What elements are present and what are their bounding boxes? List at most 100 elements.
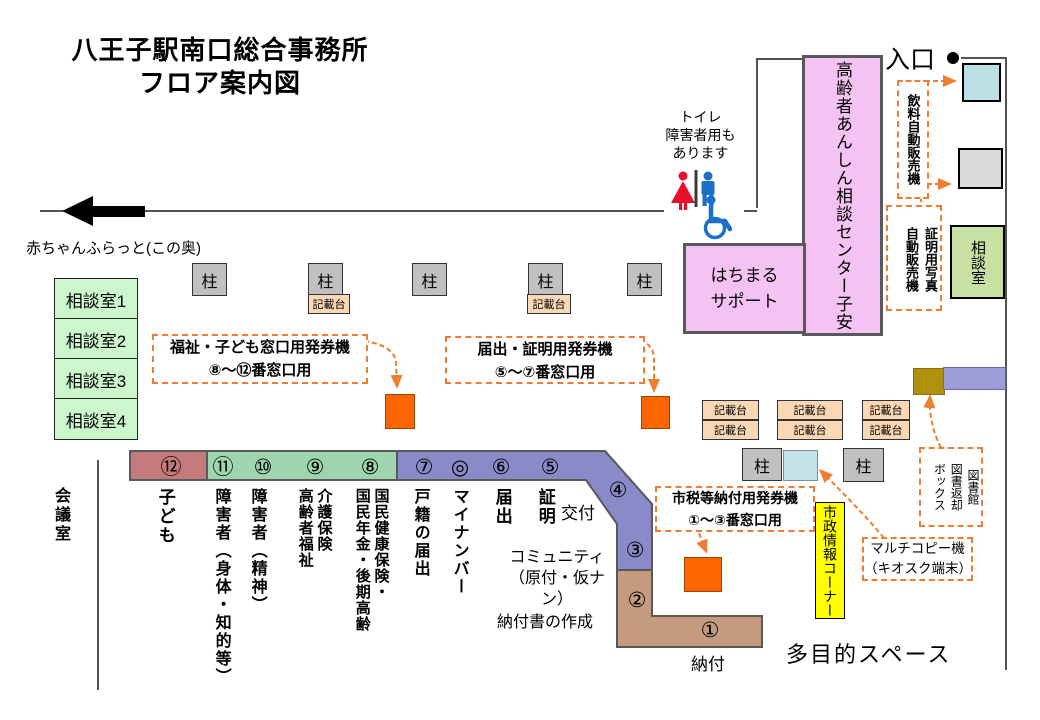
drink-vending-machine bbox=[962, 63, 1001, 102]
window-number-10: ⑩ bbox=[253, 456, 273, 479]
entrance-label: 入口 bbox=[885, 46, 936, 74]
pillar: 柱 bbox=[528, 263, 563, 296]
window-number-3: ③ bbox=[625, 539, 645, 562]
book-return-col3: ボックス bbox=[932, 463, 947, 511]
toilet-note: トイレ 障害者用も あります bbox=[665, 109, 736, 162]
label-window-9-col2: 高齢者福祉 bbox=[296, 488, 314, 568]
pillar: 柱 bbox=[308, 263, 343, 296]
room-consult-3: 相談室3 bbox=[54, 358, 138, 400]
welfare-ticket-arrow bbox=[363, 340, 403, 389]
window-number-mynumber: ◎ bbox=[450, 456, 470, 479]
label-kofu: 交付 bbox=[561, 504, 595, 523]
welfare-ticket-machine bbox=[385, 394, 415, 429]
tax-ticket-arrow bbox=[696, 532, 708, 554]
left-arrow bbox=[62, 196, 145, 226]
welfare-ticket-callout: 福祉・子ども窓口用発券機 ⑧〜⑫番窓口用 bbox=[152, 334, 368, 384]
tax-ticket-line1: 市税等納付用発券機 bbox=[672, 490, 798, 506]
title-line2: フロア案内図 bbox=[138, 67, 301, 98]
multipurpose-space-label: 多目的スペース bbox=[786, 642, 952, 667]
window-number-8: ⑧ bbox=[360, 456, 380, 479]
label-window-8: 国民健康保険・ 国民年金・後期高齢 bbox=[352, 488, 390, 632]
baby-flat-note: 赤ちゃんふらっと(この奥) bbox=[26, 240, 201, 257]
photo-vending-label: 証明用写真 自動販売機 bbox=[886, 205, 942, 311]
drink-vending-label: 飲料自動販売機 bbox=[897, 80, 929, 199]
window-number-7: ⑦ bbox=[414, 456, 434, 479]
writing-desk: 記載台 bbox=[702, 400, 759, 420]
book-return-col2: 図書返却 bbox=[949, 463, 964, 511]
multicopy-line2: （キオスク端末） bbox=[864, 561, 972, 577]
writing-desk: 記載台 bbox=[777, 420, 843, 440]
counter-sections bbox=[129, 450, 763, 648]
womens-icon bbox=[671, 171, 695, 210]
window-number-2: ② bbox=[627, 589, 647, 612]
label-window-6: 届出 bbox=[492, 488, 512, 526]
label-window-11: 障害者（身体・知的等） bbox=[212, 488, 230, 686]
entrance-wall bbox=[961, 57, 1007, 670]
label-window-9: 介護保険 高齢者福祉 bbox=[295, 488, 333, 568]
counter-section-8-11 bbox=[206, 450, 398, 481]
certificate-ticket-line1: 届出・証明用発券機 bbox=[477, 341, 613, 358]
room-consult-2: 相談室2 bbox=[54, 318, 138, 360]
photo-vending-machine bbox=[958, 148, 1003, 189]
label-community-line2: （原付・仮ナン） bbox=[508, 569, 605, 608]
tax-ticket-machine bbox=[684, 557, 722, 592]
entrance-dot bbox=[947, 52, 959, 64]
window-number-11: ⑪ bbox=[212, 456, 234, 479]
pillar: 柱 bbox=[742, 448, 782, 481]
label-window-12: 子ども bbox=[155, 488, 175, 545]
pillar: 柱 bbox=[412, 263, 447, 296]
book-shelf bbox=[943, 367, 1006, 390]
window-number-9: ⑨ bbox=[305, 456, 325, 479]
counter-section-12 bbox=[129, 450, 208, 481]
window-number-12: ⑫ bbox=[160, 456, 182, 479]
label-window-8-col1: 国民健康保険・ bbox=[372, 488, 390, 600]
label-window-5: 証明 bbox=[535, 488, 555, 526]
certificate-ticket-callout: 届出・証明用発券機 ⑤〜⑦番窓口用 bbox=[445, 336, 645, 384]
label-community: コミュニティ （原付・仮ナン） bbox=[497, 548, 617, 610]
room-consult-right: 相談室 bbox=[950, 225, 1005, 299]
civic-info-corner: 市政情報コーナー bbox=[815, 502, 845, 619]
room-senior-center: 高齢者あんしん相談センター子安 bbox=[802, 55, 883, 336]
writing-desk: 記載台 bbox=[777, 400, 843, 420]
restroom-divider bbox=[694, 170, 698, 207]
label-nofusho: 納付書の作成 bbox=[497, 614, 594, 631]
toilet-wall bbox=[756, 58, 802, 208]
room-meeting: 会議室 bbox=[52, 487, 69, 544]
multicopy-callout: マルチコピー機 （キオスク端末） bbox=[862, 537, 973, 581]
book-return-arrow bbox=[923, 394, 942, 449]
welfare-ticket-line1: 福祉・子ども窓口用発券機 bbox=[169, 339, 350, 356]
certificate-ticket-line2: ⑤〜⑦番窓口用 bbox=[494, 364, 596, 382]
window-number-4: ④ bbox=[608, 479, 628, 502]
room-hachimaru-support: はちまる サポート bbox=[683, 243, 806, 334]
label-community-line1: コミュニティ bbox=[509, 549, 605, 566]
book-return-box bbox=[913, 368, 945, 395]
wheelchair-icon bbox=[703, 195, 733, 240]
room-consult-4: 相談室4 bbox=[54, 398, 138, 440]
label-nofu: 納付 bbox=[691, 655, 725, 674]
window-number-1: ① bbox=[700, 619, 720, 642]
label-window-10: 障害者（精神） bbox=[248, 488, 266, 614]
multicopy-arrow bbox=[818, 468, 885, 539]
pillar: 柱 bbox=[627, 263, 662, 296]
writing-desk: 記載台 bbox=[702, 420, 759, 440]
label-window-8-col2: 国民年金・後期高齢 bbox=[353, 488, 371, 632]
pillar: 柱 bbox=[843, 448, 884, 482]
photo-vending-col1: 証明用写真 bbox=[923, 226, 938, 292]
counter-section-1-2 bbox=[616, 569, 763, 648]
window-number-6: ⑥ bbox=[491, 456, 511, 479]
certificate-ticket-machine bbox=[641, 396, 670, 429]
window-number-5: ⑤ bbox=[540, 456, 560, 479]
label-window-7: 戸籍の届出 bbox=[411, 488, 429, 578]
writing-desk: 記載台 bbox=[527, 294, 571, 314]
photo-vending-col2: 自動販売機 bbox=[904, 226, 919, 292]
book-return-col1: 図書館 bbox=[966, 469, 980, 505]
book-return-callout: 図書館 図書返却 ボックス bbox=[919, 447, 983, 527]
multicopy-machine bbox=[783, 450, 818, 481]
tax-ticket-line2: ①〜③番窓口用 bbox=[688, 511, 782, 528]
page-title: 八王子駅南口総合事務所 フロア案内図 bbox=[60, 34, 380, 99]
welfare-ticket-line2: ⑧〜⑫番窓口用 bbox=[208, 362, 312, 380]
label-window-9-col1: 介護保険 bbox=[315, 488, 333, 552]
writing-desk: 記載台 bbox=[308, 294, 350, 314]
writing-desk: 記載台 bbox=[862, 420, 910, 440]
